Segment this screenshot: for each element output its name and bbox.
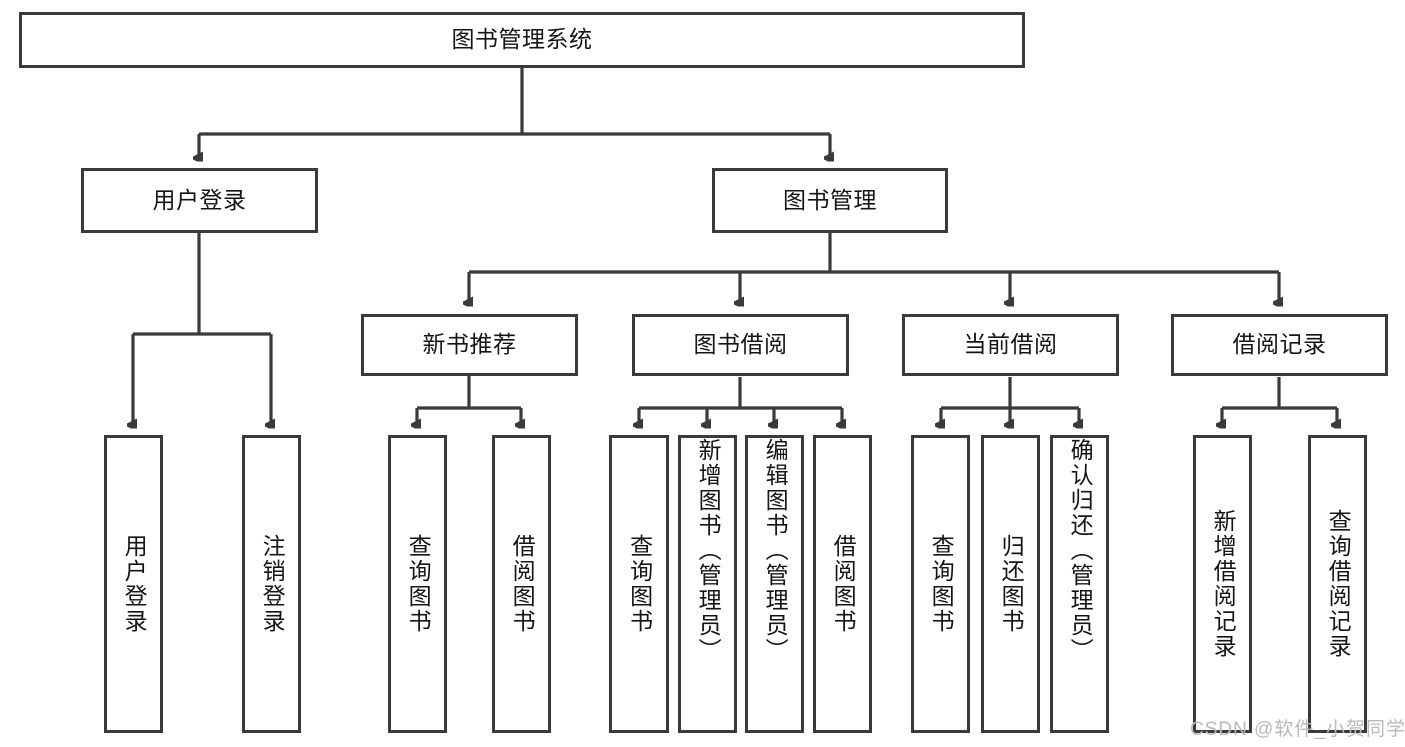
node-leaf-add-record[interactable]: 新增借阅记录 — [1193, 435, 1252, 733]
node-leaf-borrow-book-1-label: 借阅图书 — [509, 534, 536, 634]
node-leaf-query-book-2[interactable]: 查询图书 — [609, 435, 669, 733]
node-borrow-record[interactable]: 借阅记录 — [1171, 314, 1388, 376]
node-book-borrow-label: 图书借阅 — [693, 331, 788, 358]
node-leaf-user-login[interactable]: 用户登录 — [104, 435, 163, 733]
edges-bookmanage-to-level3 — [469, 233, 1279, 303]
node-leaf-edit-book[interactable]: 编辑图书（管理员） — [745, 435, 804, 733]
node-user-login[interactable]: 用户登录 — [81, 168, 318, 233]
node-leaf-add-book[interactable]: 新增图书（管理员） — [678, 435, 737, 733]
node-leaf-borrow-book-2[interactable]: 借阅图书 — [813, 435, 872, 733]
node-leaf-logout-label: 注销登录 — [259, 534, 286, 634]
node-leaf-borrow-book-2-label: 借阅图书 — [830, 534, 857, 634]
node-leaf-edit-book-label: 编辑图书（管理员） — [762, 438, 789, 663]
node-leaf-query-book-3[interactable]: 查询图书 — [911, 435, 970, 733]
node-leaf-add-record-label: 新增借阅记录 — [1210, 509, 1237, 659]
node-leaf-user-login-label: 用户登录 — [121, 534, 148, 634]
edges-bookborrow-to-leaves — [639, 377, 842, 425]
node-new-book-rec-label: 新书推荐 — [422, 331, 517, 358]
node-leaf-query-record-label: 查询借阅记录 — [1325, 509, 1352, 659]
edges-currentborrow-to-leaves — [941, 377, 1079, 425]
node-leaf-return-book[interactable]: 归还图书 — [981, 435, 1040, 733]
edges-root-to-level2 — [199, 68, 830, 158]
node-root-system[interactable]: 图书管理系统 — [19, 12, 1025, 68]
node-book-manage-label: 图书管理 — [783, 186, 877, 213]
node-leaf-query-record[interactable]: 查询借阅记录 — [1308, 435, 1367, 733]
edges-userlogin-to-leaves — [133, 233, 271, 425]
node-user-login-label: 用户登录 — [152, 186, 247, 213]
node-leaf-add-book-label: 新增图书（管理员） — [695, 438, 722, 663]
node-current-borrow-label: 当前借阅 — [963, 331, 1058, 358]
node-book-manage[interactable]: 图书管理 — [712, 168, 948, 233]
edges-borrowrecord-to-leaves — [1222, 377, 1337, 425]
node-leaf-query-book-1[interactable]: 查询图书 — [388, 435, 447, 733]
node-leaf-logout[interactable]: 注销登录 — [242, 435, 301, 733]
node-borrow-record-label: 借阅记录 — [1232, 331, 1327, 358]
node-leaf-query-book-1-label: 查询图书 — [405, 534, 432, 634]
node-root-system-label: 图书管理系统 — [451, 26, 593, 53]
node-book-borrow[interactable]: 图书借阅 — [632, 314, 849, 376]
node-new-book-rec[interactable]: 新书推荐 — [361, 314, 578, 376]
node-current-borrow[interactable]: 当前借阅 — [902, 314, 1119, 376]
node-leaf-confirm-return-label: 确认归还（管理员） — [1067, 438, 1094, 663]
node-leaf-borrow-book-1[interactable]: 借阅图书 — [492, 435, 551, 733]
edges-newbook-to-leaves — [417, 375, 521, 425]
node-leaf-return-book-label: 归还图书 — [998, 534, 1025, 634]
node-leaf-confirm-return[interactable]: 确认归还（管理员） — [1050, 435, 1109, 733]
node-leaf-query-book-2-label: 查询图书 — [626, 534, 653, 634]
node-leaf-query-book-3-label: 查询图书 — [928, 534, 955, 634]
